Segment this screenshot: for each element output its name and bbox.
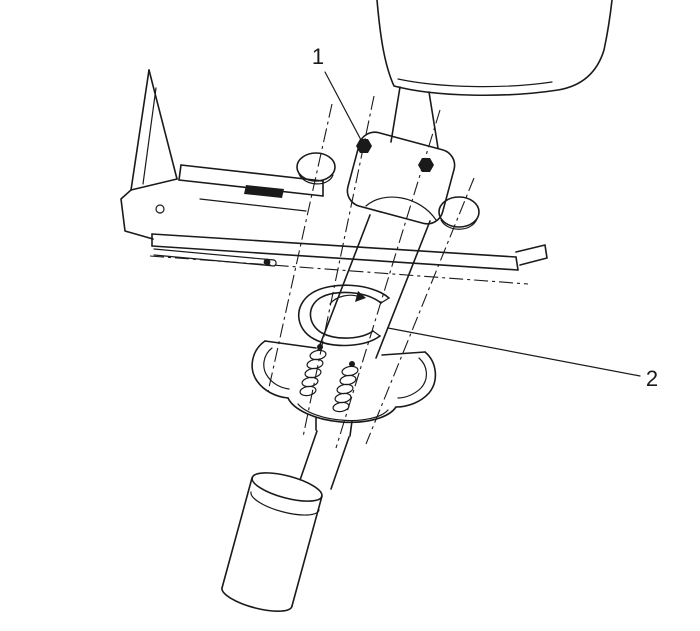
callout-2: 2 — [387, 327, 658, 391]
stud-tip — [349, 361, 355, 367]
stud-thread — [299, 385, 317, 397]
stud-right — [332, 361, 359, 413]
upper-bracket-body — [346, 131, 456, 225]
lower-bracket-top-edge — [381, 351, 426, 356]
rod-edge — [153, 248, 275, 261]
upper-mount-bracket — [296, 131, 480, 230]
callout-1-leader — [324, 71, 362, 141]
lower-bracket-right-arm-inner — [397, 357, 427, 399]
tilt-rod — [153, 248, 277, 267]
grommet-right-skirt — [440, 218, 478, 230]
shaft-edge — [298, 430, 318, 484]
lower-bracket-left-arm — [251, 340, 289, 399]
tube-bottom-cap — [221, 587, 293, 612]
tube-edge — [221, 477, 253, 589]
seal-retainer — [297, 284, 390, 347]
bracket-depth-line — [199, 198, 307, 212]
jacket-edge — [317, 214, 371, 351]
rotation-arrow-arc — [329, 294, 361, 305]
lower-mount-bracket — [251, 340, 437, 437]
upper-bracket-saddle — [365, 196, 437, 221]
bracket-blade-inner-line — [142, 87, 157, 185]
shroud-outline — [376, 0, 613, 97]
support-rails — [151, 233, 548, 271]
rod-end-cap — [273, 259, 277, 267]
nut-icon — [356, 139, 372, 153]
steering-column-upper — [376, 0, 613, 149]
column-jacket — [317, 214, 431, 359]
bracket-channel-end — [178, 164, 182, 181]
jacket-edge — [375, 220, 431, 359]
rod-ball — [263, 258, 271, 266]
grommet-left — [296, 152, 336, 182]
callout-1-label: 1 — [312, 44, 324, 69]
shroud-inner-line — [397, 78, 553, 88]
nut-icon — [418, 158, 434, 172]
rail-right-end — [515, 256, 519, 271]
intermediate-shaft — [221, 430, 350, 612]
stud-thread — [332, 401, 350, 413]
stud-left — [299, 344, 327, 397]
callout-2-label: 2 — [646, 366, 658, 391]
column-neck-edge — [428, 91, 439, 149]
rod-edge — [153, 254, 275, 267]
bracket-blade-base — [130, 178, 178, 191]
retainer-end — [372, 330, 381, 337]
lower-bracket-left-arm-inner — [263, 347, 290, 390]
tube-edge — [291, 495, 323, 607]
rotation-arrow-head — [355, 291, 366, 302]
bracket-slot — [244, 185, 284, 198]
column-neck-edge — [390, 86, 401, 143]
tube-top-cap — [251, 472, 323, 502]
lower-bracket-collar — [287, 397, 397, 424]
bracket-hole — [155, 204, 165, 214]
retainer-end — [380, 297, 390, 304]
bracket-blade-edge — [130, 69, 150, 191]
rail-end-tab — [515, 244, 548, 266]
rail-bottom — [151, 245, 519, 271]
rail-top — [151, 233, 517, 258]
retainer-inner-band — [309, 291, 382, 339]
nuts-item-1 — [356, 139, 434, 172]
callout-1: 1 — [312, 44, 362, 141]
bracket-foot — [120, 189, 154, 240]
shaft-edge — [330, 436, 350, 490]
grommet-right — [438, 196, 480, 228]
callout-2-leader — [387, 327, 641, 377]
bracket-channel-top — [180, 164, 324, 182]
grommet-left-skirt — [298, 173, 334, 185]
instrument-panel-bracket — [120, 69, 324, 240]
bracket-blade-edge — [148, 69, 178, 180]
tube-collar-line — [250, 491, 320, 516]
stud-tip — [317, 344, 323, 350]
retainer-outer-band — [297, 284, 390, 347]
centerline-bolt-axis — [267, 103, 333, 393]
lower-bracket-top-edge — [264, 340, 317, 349]
centerline-bolt-axis — [365, 177, 475, 445]
lower-bracket-collar-inner — [297, 403, 389, 422]
mounting-studs — [299, 344, 359, 413]
lower-bracket-leg — [349, 420, 353, 437]
lower-bracket-right-arm — [395, 351, 437, 408]
